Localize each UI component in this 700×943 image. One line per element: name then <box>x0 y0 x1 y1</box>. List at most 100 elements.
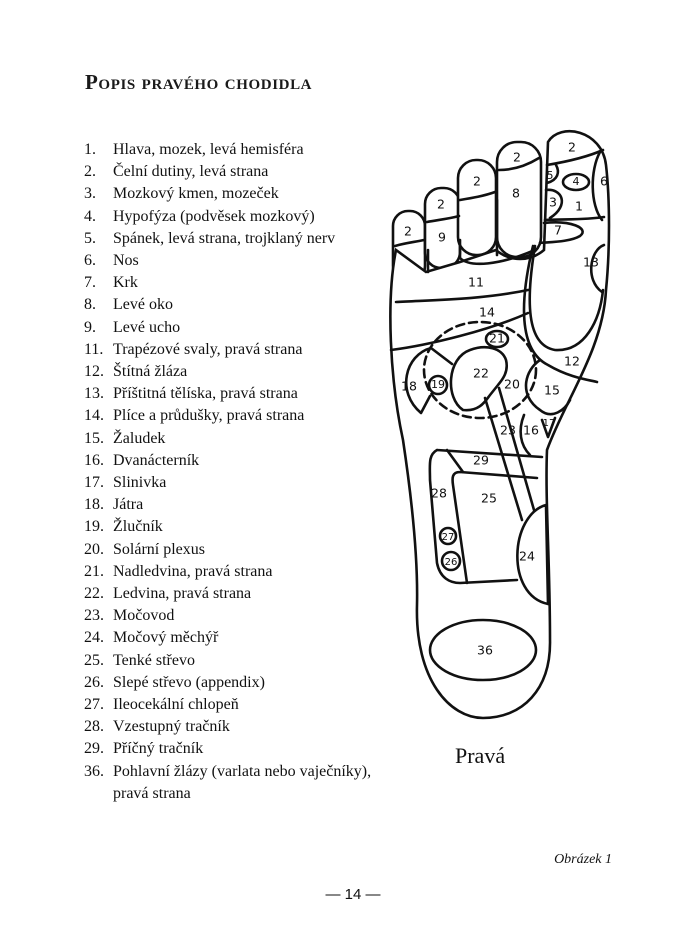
item-number: 25. <box>84 651 104 669</box>
item-text: Mozkový kmen, mozeček <box>113 185 279 203</box>
zone-label: 26 <box>445 557 458 568</box>
item-number: 12. <box>84 363 104 381</box>
item-number: 5. <box>84 229 96 247</box>
zone-label: 18 <box>401 379 417 394</box>
item-number: 26. <box>84 673 104 691</box>
list-item: 21. Nadledvina, pravá strana <box>84 561 373 583</box>
zone-label: 20 <box>504 377 520 392</box>
zone-label: 11 <box>468 275 484 290</box>
list-item: 20.Solární plexus <box>84 539 373 561</box>
list-item: 5. Spánek, levá strana, trojklaný nerv <box>84 228 373 250</box>
item-number: 9. <box>84 318 96 336</box>
item-number: 27. <box>84 696 104 714</box>
zone-label: 2 <box>568 140 576 155</box>
zone-label: 12 <box>564 354 580 369</box>
list-item: 8. Levé oko <box>84 294 373 316</box>
item-number: 21. <box>84 562 104 580</box>
zone-label: 22 <box>473 366 489 381</box>
item-text: Močový měchýř <box>113 629 219 647</box>
zone-label: 8 <box>512 186 520 201</box>
list-item: 9.Levé ucho <box>84 317 373 339</box>
list-item: 3. Mozkový kmen, mozeček <box>84 183 373 205</box>
zone-label: 4 <box>573 175 580 188</box>
item-number: 1. <box>84 141 96 158</box>
list-item: 23.Močovod <box>84 605 373 627</box>
item-number: 8. <box>84 296 96 314</box>
item-text: Játra <box>113 496 144 514</box>
zone-label: 15 <box>544 383 560 398</box>
foot-outline <box>389 129 611 720</box>
list-item: 1. Hlava, mozek, levá hemisféra <box>84 139 373 161</box>
item-text: Slepé střevo (appendix) <box>113 673 265 691</box>
zone-label: 9 <box>438 230 446 245</box>
item-text: Pohlavní žlázy (varlata nebo vaječníky),… <box>113 762 372 802</box>
zone-label: 17 <box>543 418 556 429</box>
diagram-caption: Pravá <box>455 743 506 768</box>
page-number-ornament-left: — <box>325 886 341 903</box>
reflex-zone-list: 1. Hlava, mozek, levá hemisféra 2. Čelní du… <box>84 139 373 805</box>
item-text: Plíce a průdušky, pravá strana <box>113 407 305 425</box>
zone-label: 25 <box>481 491 497 506</box>
item-text: Nos <box>113 252 139 270</box>
item-number: 4. <box>84 207 96 225</box>
list-item: 24. Močový měchýř <box>84 627 373 649</box>
item-number: 7. <box>84 274 96 292</box>
item-text: Močovod <box>113 607 175 625</box>
zone-label: 23 <box>500 423 516 438</box>
zone-label: 7 <box>554 223 562 238</box>
item-number: 2. <box>84 163 96 181</box>
zone-label: 5 <box>547 169 554 182</box>
zone-label: 2 <box>437 197 445 212</box>
page-title: Popis pravého chodidla <box>85 70 313 94</box>
list-item: 19.Žlučník <box>84 516 373 538</box>
item-text: Levé oko <box>113 296 173 314</box>
item-number: 24. <box>84 629 104 647</box>
item-number: 13. <box>84 385 104 403</box>
item-number: 20. <box>84 540 104 558</box>
zone-label: 3 <box>549 195 557 210</box>
list-item: 25. Tenké střevo <box>84 650 373 672</box>
item-text: Žlučník <box>113 518 163 536</box>
item-text: Nadledvina, pravá strana <box>113 562 273 580</box>
item-text: Slinivka <box>113 474 167 492</box>
list-item: 27. Ileocekální chlopeň <box>84 694 373 716</box>
item-text: Štítná žláza <box>113 363 188 381</box>
list-item: 36. Pohlavní žlázy (varlata nebo vaječník… <box>84 761 373 805</box>
list-item: 11.Trapézové svaly, pravá strana <box>84 339 373 361</box>
zone-label: 16 <box>523 423 539 438</box>
zone-label: 2 <box>404 224 412 239</box>
page-number-value: 14 <box>344 886 362 903</box>
item-number: 29. <box>84 740 104 758</box>
zone-label: 27 <box>442 532 455 543</box>
item-text: Trapézové svaly, pravá strana <box>113 340 303 358</box>
list-item: 26. Slepé střevo (appendix) <box>84 672 373 694</box>
item-number: 18. <box>84 496 104 514</box>
item-text: Ileocekální chlopeň <box>113 696 239 714</box>
zone-label: 36 <box>477 643 493 658</box>
item-text: Spánek, levá strana, trojklaný nerv <box>113 229 336 247</box>
list-item: 28.Vzestupný tračník <box>84 716 373 738</box>
item-number: 17. <box>84 474 104 492</box>
list-item: 2. Čelní dutiny, levá strana <box>84 161 373 183</box>
list-item: 13.Příštitná tělíska, pravá strana <box>84 383 373 405</box>
item-number: 15. <box>84 429 104 447</box>
item-text: Příčný tračník <box>113 740 204 758</box>
item-text: Hlava, mozek, levá hemisféra <box>113 141 304 158</box>
list-item: 22.Ledvina, pravá strana <box>84 583 373 605</box>
item-text: Čelní dutiny, levá strana <box>113 163 269 181</box>
list-item: 18. Játra <box>84 494 373 516</box>
item-number: 3. <box>84 185 96 203</box>
solar-plexus-dashed-circle <box>422 320 538 420</box>
zone-label: 28 <box>431 486 447 501</box>
zone-label: 2 <box>473 174 481 189</box>
zone-label: 2 <box>513 150 521 165</box>
item-text: Krk <box>113 274 138 292</box>
item-number: 36. <box>84 762 104 780</box>
zone-label: 24 <box>519 549 535 564</box>
list-item: 17. Slinivka <box>84 472 373 494</box>
item-number: 14. <box>84 407 104 425</box>
item-text: Tenké střevo <box>113 651 195 669</box>
item-text: Ledvina, pravá strana <box>113 585 252 603</box>
list-item: 29. Příčný tračník <box>84 738 373 760</box>
